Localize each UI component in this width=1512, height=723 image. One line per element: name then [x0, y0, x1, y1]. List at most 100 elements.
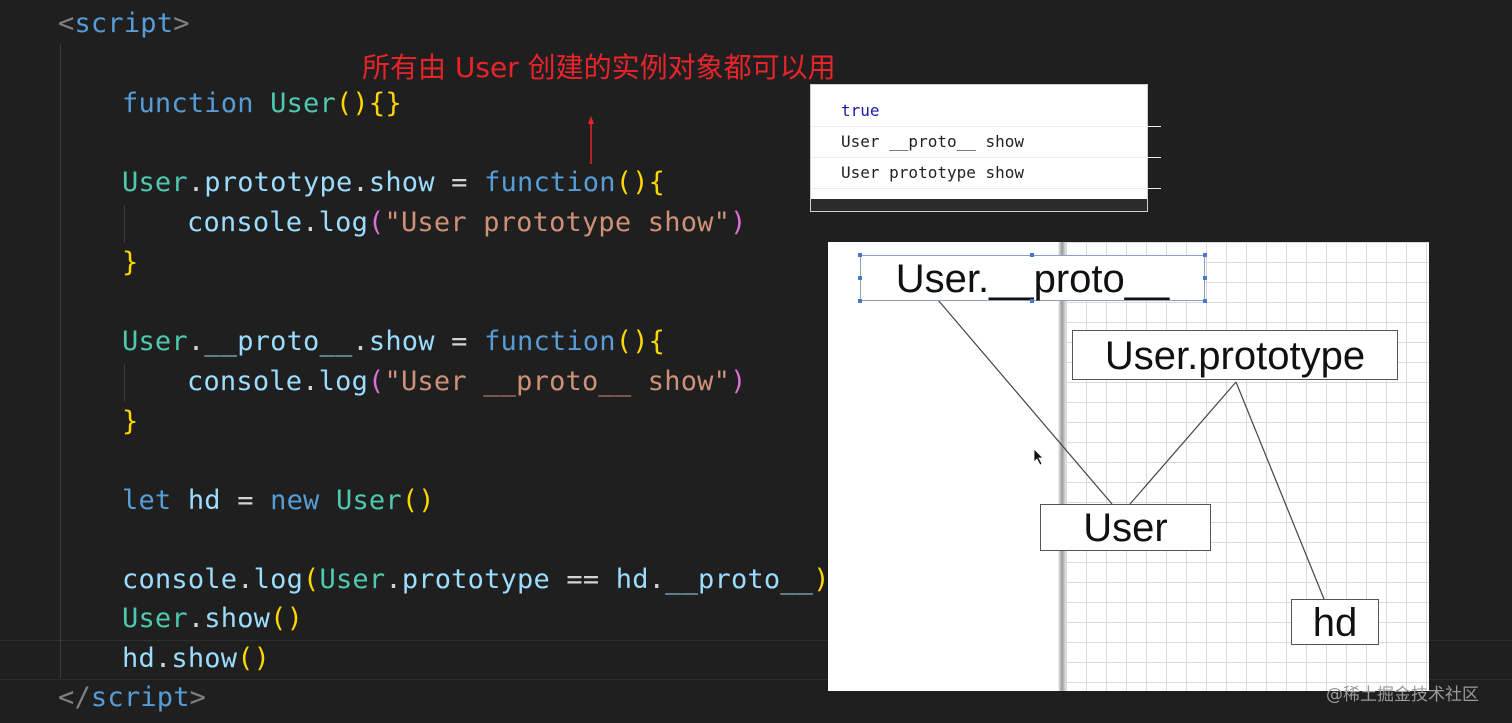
connector-user-prototype	[1129, 381, 1237, 505]
dot: .	[302, 366, 319, 397]
current-line-highlight	[0, 640, 1512, 680]
variable: hd	[122, 643, 155, 674]
selection-handle	[1203, 253, 1207, 257]
dot: .	[385, 564, 402, 595]
console-output-panel: true User __proto__ show User prototype …	[810, 84, 1161, 212]
property: show	[368, 326, 435, 357]
method: show	[204, 603, 271, 634]
identifier: console	[122, 564, 238, 595]
keyword: function	[122, 88, 254, 119]
code-line-8[interactable]: let hd = new User()	[122, 481, 435, 521]
prototype-diagram: User.__proto__ User.prototype User hd	[828, 242, 1429, 691]
node-user-prototype: User.prototype	[1072, 330, 1398, 380]
node-user-proto: User.__proto__	[860, 255, 1205, 301]
variable: hd	[615, 564, 649, 595]
class-name: User	[335, 485, 402, 516]
console-line: User prototype show	[811, 157, 1161, 189]
keyword: let	[122, 485, 172, 516]
method: show	[171, 643, 238, 674]
connector-prototype-hd	[1235, 381, 1325, 600]
method: log	[253, 564, 304, 595]
tag-bracket: <	[58, 8, 75, 39]
variable: hd	[187, 485, 221, 516]
brace: {	[648, 326, 666, 357]
paren: )	[813, 564, 830, 595]
string: "User prototype show"	[384, 207, 731, 238]
dot: .	[648, 564, 666, 595]
tag-bracket: >	[189, 682, 207, 713]
code-line-script-close[interactable]: </script>	[58, 678, 206, 718]
mouse-cursor-icon	[1033, 448, 1044, 466]
property: __proto__	[204, 326, 353, 357]
string: "User __proto__ show"	[384, 366, 731, 397]
watermark: @稀土掘金技术社区	[1326, 685, 1479, 705]
diagram-divider	[1058, 242, 1066, 691]
dot: .	[352, 326, 369, 357]
brace: }	[122, 247, 139, 278]
selection-handle	[1030, 299, 1034, 303]
dot: .	[352, 167, 369, 198]
parens: ()	[615, 167, 649, 198]
paren: (	[368, 366, 385, 397]
code-line-5[interactable]: User.__proto__.show = function(){	[122, 322, 665, 362]
dot: .	[237, 564, 254, 595]
code-line-3[interactable]: console.log("User prototype show")	[187, 203, 747, 243]
node-user: User	[1040, 504, 1211, 551]
operator: =	[220, 485, 271, 516]
annotation-arrow-icon	[588, 116, 594, 164]
selection-handle	[858, 253, 862, 257]
paren: )	[730, 207, 747, 238]
tag-name: script	[90, 682, 190, 713]
dot: .	[187, 167, 205, 198]
identifier: console	[187, 207, 303, 238]
identifier: User	[122, 167, 188, 198]
parens: ()	[615, 326, 649, 357]
function-name: User	[270, 88, 336, 119]
class-name: User	[122, 603, 188, 634]
selection-handle	[1203, 276, 1207, 280]
property: show	[368, 167, 435, 198]
method: log	[318, 366, 369, 397]
code-line-4[interactable]: }	[122, 243, 138, 283]
code-line-7[interactable]: }	[122, 402, 138, 442]
console-line: true	[811, 95, 1161, 127]
dot: .	[302, 207, 319, 238]
console-line: User __proto__ show	[811, 126, 1161, 158]
paren: (	[368, 207, 385, 238]
code-line-10[interactable]: User.show()	[122, 599, 303, 639]
code-line-6[interactable]: console.log("User __proto__ show")	[187, 362, 747, 402]
keyword: new	[270, 485, 320, 516]
annotation-text: 所有由 User 创建的实例对象都可以用	[362, 51, 836, 84]
brace: {	[648, 167, 666, 198]
dot: .	[187, 603, 205, 634]
code-line-script-open[interactable]: <script>	[58, 4, 190, 44]
method: log	[318, 207, 369, 238]
operator: =	[434, 167, 485, 198]
connector-proto-user	[937, 299, 1113, 505]
code-line-1[interactable]: function User(){}	[122, 84, 402, 124]
keyword: function	[484, 326, 616, 357]
selection-handle	[1203, 299, 1207, 303]
identifier: User	[122, 326, 188, 357]
indent-guide	[124, 205, 125, 243]
indent-guide	[60, 44, 61, 678]
code-line-11[interactable]: hd.show()	[122, 639, 270, 679]
tag-name: script	[74, 8, 174, 39]
indent-guide	[124, 364, 125, 402]
property: __proto__	[665, 564, 814, 595]
brackets: (){}	[335, 88, 402, 119]
selection-handle	[1030, 253, 1034, 257]
code-line-2[interactable]: User.prototype.show = function(){	[122, 163, 665, 203]
selection-handle	[858, 276, 862, 280]
operator: ==	[549, 564, 616, 595]
brace: }	[122, 406, 139, 437]
parens: ()	[401, 485, 435, 516]
operator: =	[434, 326, 485, 357]
node-hd: hd	[1291, 599, 1379, 645]
console-footer	[811, 199, 1147, 211]
property: prototype	[204, 167, 353, 198]
code-line-9[interactable]: console.log(User.prototype == hd.__proto…	[122, 560, 830, 600]
keyword: function	[484, 167, 616, 198]
tag-bracket: >	[173, 8, 190, 39]
